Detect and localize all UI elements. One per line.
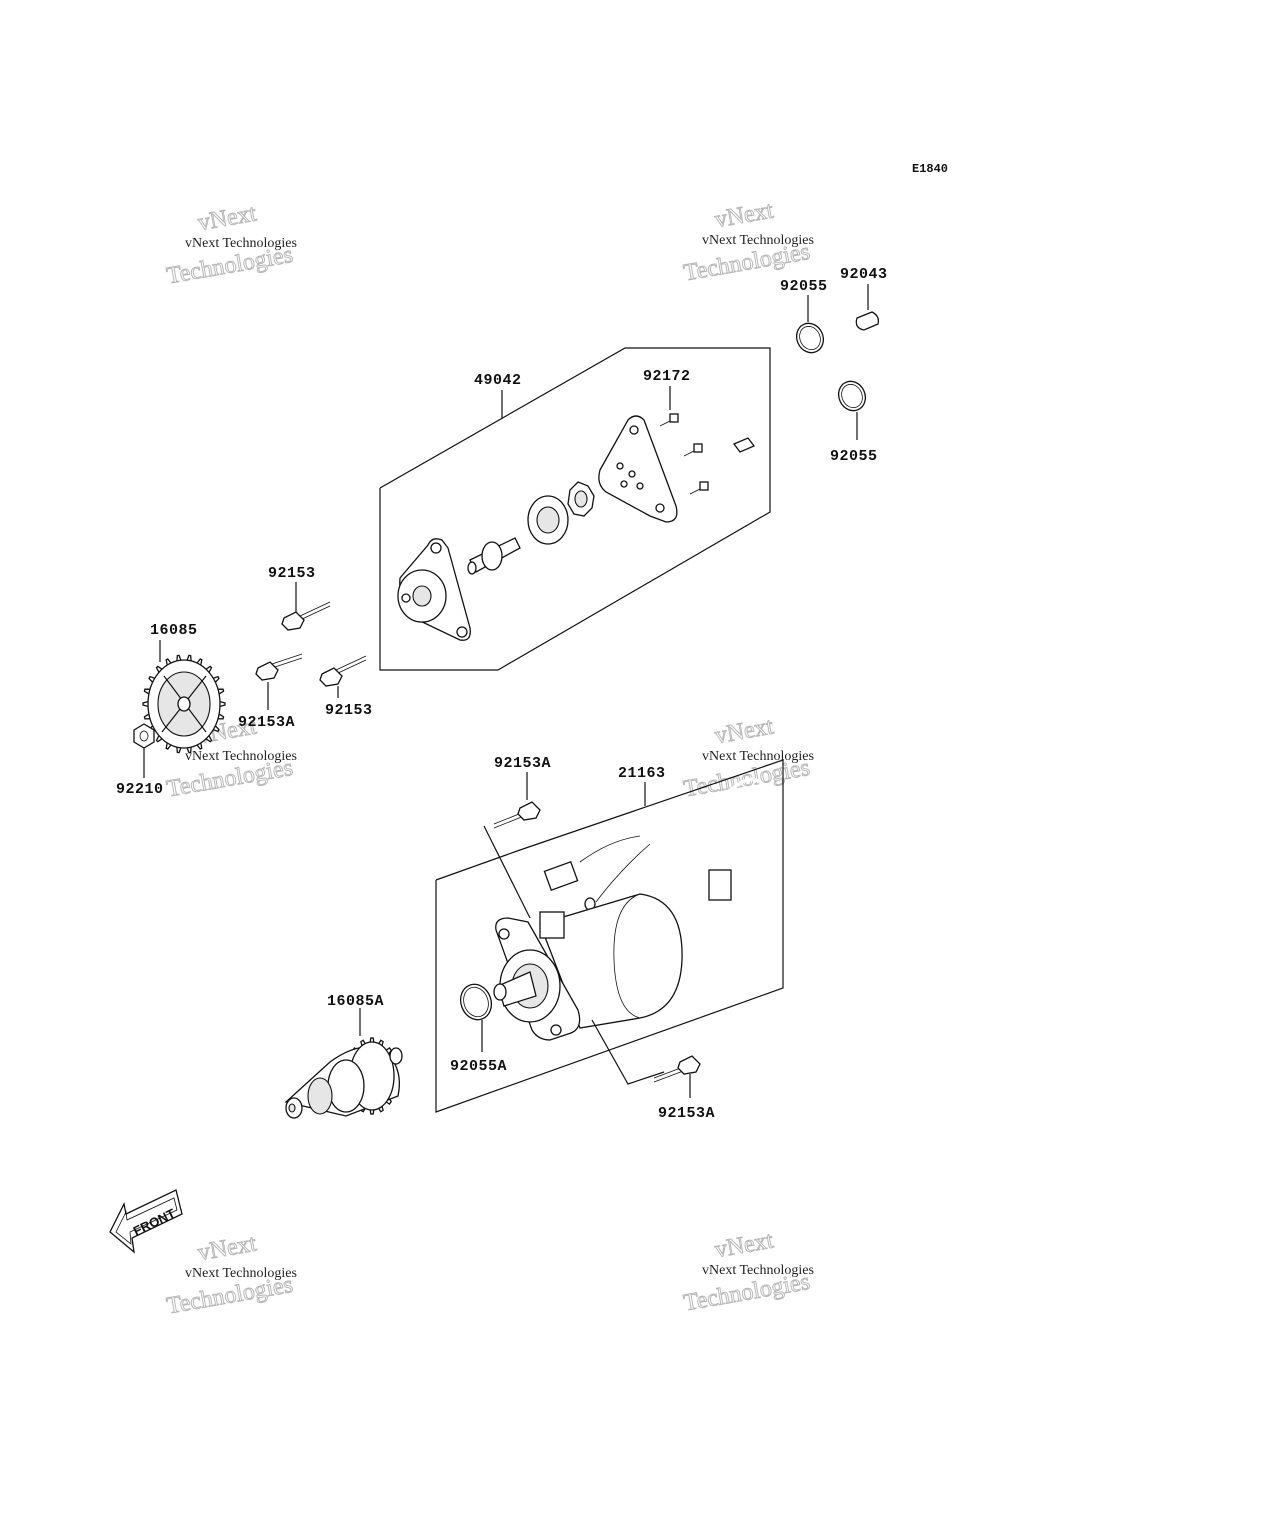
o-ring-92055-right bbox=[837, 380, 867, 440]
watermark-bottom-left: vNext vNext Technologies Technologies bbox=[164, 1230, 297, 1320]
callout-92153a-left: 92153A bbox=[238, 714, 295, 731]
watermark-text: vNext Technologies bbox=[185, 749, 297, 764]
watermark-mid-right: vNext vNext Technologies Technologies bbox=[681, 713, 814, 803]
callout-92153-mid: 92153 bbox=[325, 702, 373, 719]
watermark-bottom-right: vNext vNext Technologies Technologies bbox=[681, 1227, 814, 1317]
bolt-92153-top bbox=[281, 582, 331, 631]
callout-21163: 21163 bbox=[618, 765, 666, 782]
callout-92153a-lower: 92153A bbox=[658, 1105, 715, 1122]
callout-16085: 16085 bbox=[150, 622, 198, 639]
watermark-text: vNext Technologies bbox=[185, 1266, 297, 1281]
watermark-brand: vNext bbox=[196, 1230, 259, 1266]
callout-92055-right: 92055 bbox=[830, 448, 878, 465]
callout-92055a: 92055A bbox=[450, 1058, 507, 1075]
reference-code: E1840 bbox=[912, 162, 948, 176]
callout-92210: 92210 bbox=[116, 781, 164, 798]
wire-harness bbox=[543, 777, 770, 911]
callout-92153-top: 92153 bbox=[268, 565, 316, 582]
callout-92172: 92172 bbox=[643, 368, 691, 385]
bolt-92153a-left bbox=[255, 653, 303, 710]
clutch-shaft bbox=[467, 537, 521, 575]
o-ring-92055a bbox=[459, 983, 493, 1052]
clutch-bracket bbox=[598, 415, 678, 523]
starter-drive-16085a bbox=[284, 1008, 403, 1119]
one-way-clutch bbox=[527, 495, 569, 545]
front-arrow-icon: FRONT bbox=[109, 1189, 183, 1254]
screws-92172 bbox=[659, 386, 756, 495]
bolt-92153-mid bbox=[319, 655, 367, 698]
watermark-text: vNext Technologies bbox=[702, 749, 814, 764]
callout-16085a: 16085A bbox=[327, 993, 384, 1010]
frame-49042 bbox=[379, 347, 771, 671]
watermark-top-right: vNext vNext Technologies Technologies bbox=[681, 197, 814, 287]
starter-motor bbox=[483, 825, 683, 1041]
clutch-housing bbox=[397, 538, 471, 641]
watermark-brand: vNext bbox=[713, 197, 776, 233]
sprocket-16085 bbox=[142, 640, 226, 754]
watermark-mid-left: vNext vNext Technologies Technologies bbox=[164, 713, 297, 803]
watermark-top-left: vNext vNext Technologies Technologies bbox=[164, 200, 297, 290]
nut-92210 bbox=[133, 723, 155, 778]
watermark-brand: vNext bbox=[196, 200, 259, 236]
callout-92153a-upper: 92153A bbox=[494, 755, 551, 772]
o-ring-92055-top bbox=[795, 295, 825, 354]
callout-49042: 49042 bbox=[474, 372, 522, 389]
watermark-brand: vNext bbox=[713, 713, 776, 749]
bolt-92153a-upper bbox=[493, 772, 541, 829]
watermark-text: vNext Technologies bbox=[185, 236, 297, 251]
drive-gear bbox=[567, 481, 595, 517]
pin-92043 bbox=[855, 284, 880, 331]
callout-92043: 92043 bbox=[840, 266, 888, 283]
callout-92055-top: 92055 bbox=[780, 278, 828, 295]
watermark-brand: vNext bbox=[713, 1227, 776, 1263]
watermark-text: vNext Technologies bbox=[702, 1263, 814, 1278]
frame-21163 bbox=[435, 759, 784, 1113]
bolt-92153a-lower bbox=[591, 1019, 701, 1098]
callouts: 49042 92172 92055 92043 92055 92153 1608… bbox=[116, 266, 888, 1122]
watermark-text: vNext Technologies bbox=[702, 233, 814, 248]
